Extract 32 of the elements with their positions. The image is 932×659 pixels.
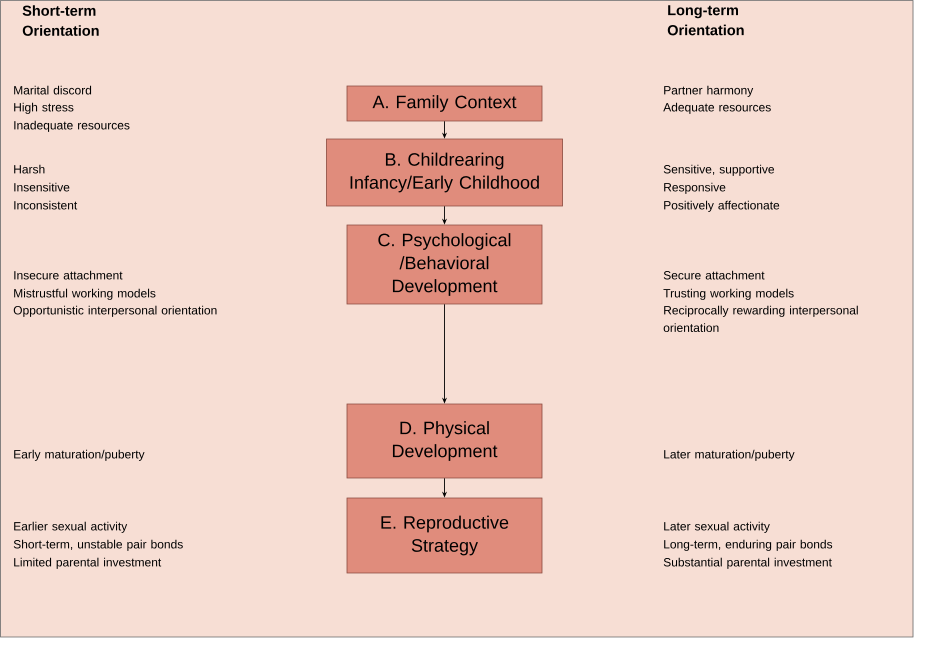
trait-text: Reciprocally rewarding interpersonal orientation (664, 306, 858, 332)
trait-text: Harsh (14, 164, 44, 174)
stage-box: D. Physical Development (346, 404, 542, 478)
stage-box: E. Reproductive Strategy (346, 498, 542, 574)
trait-text: Sensitive, supportive (664, 164, 774, 176)
trait-text: Substantial parental investment (664, 558, 832, 569)
stage-box: C. Psychological /Behavioral Development (346, 224, 542, 304)
trait-text: Secure attachment (664, 270, 764, 280)
column-heading: Short-term Orientation (22, 5, 99, 36)
trait-text: Trusting working models (663, 288, 794, 300)
trait-text: Long-term, enduring pair bonds (664, 540, 832, 551)
stage-box: B. Childrearing Infancy/Early Childhood (326, 138, 563, 206)
column-heading: Long-term Orientation (668, 5, 744, 36)
trait-text: Insecure attachment (14, 270, 122, 280)
trait-text: Later sexual activity (664, 522, 770, 533)
trait-text: Adequate resources (663, 102, 771, 114)
trait-text: Early maturation/puberty (14, 450, 145, 461)
trait-text: Partner harmony (664, 86, 754, 97)
trait-text: Positively affectionate (664, 200, 780, 212)
trait-text: Earlier sexual activity (14, 522, 128, 533)
trait-text: Short-term, unstable pair bonds (14, 540, 183, 551)
trait-text: Opportunistic interpersonal orientation (14, 306, 216, 317)
trait-text: Insensitive (14, 182, 70, 192)
trait-text: Inadequate resources (14, 120, 130, 132)
trait-text: Mistrustful working models (14, 288, 156, 300)
stage-box: A. Family Context (346, 86, 542, 122)
trait-text: Later maturation/puberty (664, 450, 795, 461)
trait-text: Inconsistent (14, 200, 78, 210)
trait-text: Marital discord (14, 86, 92, 94)
trait-text: Limited parental investment (14, 558, 162, 569)
trait-text: Responsive (664, 182, 726, 194)
trait-text: High stress (14, 102, 74, 114)
